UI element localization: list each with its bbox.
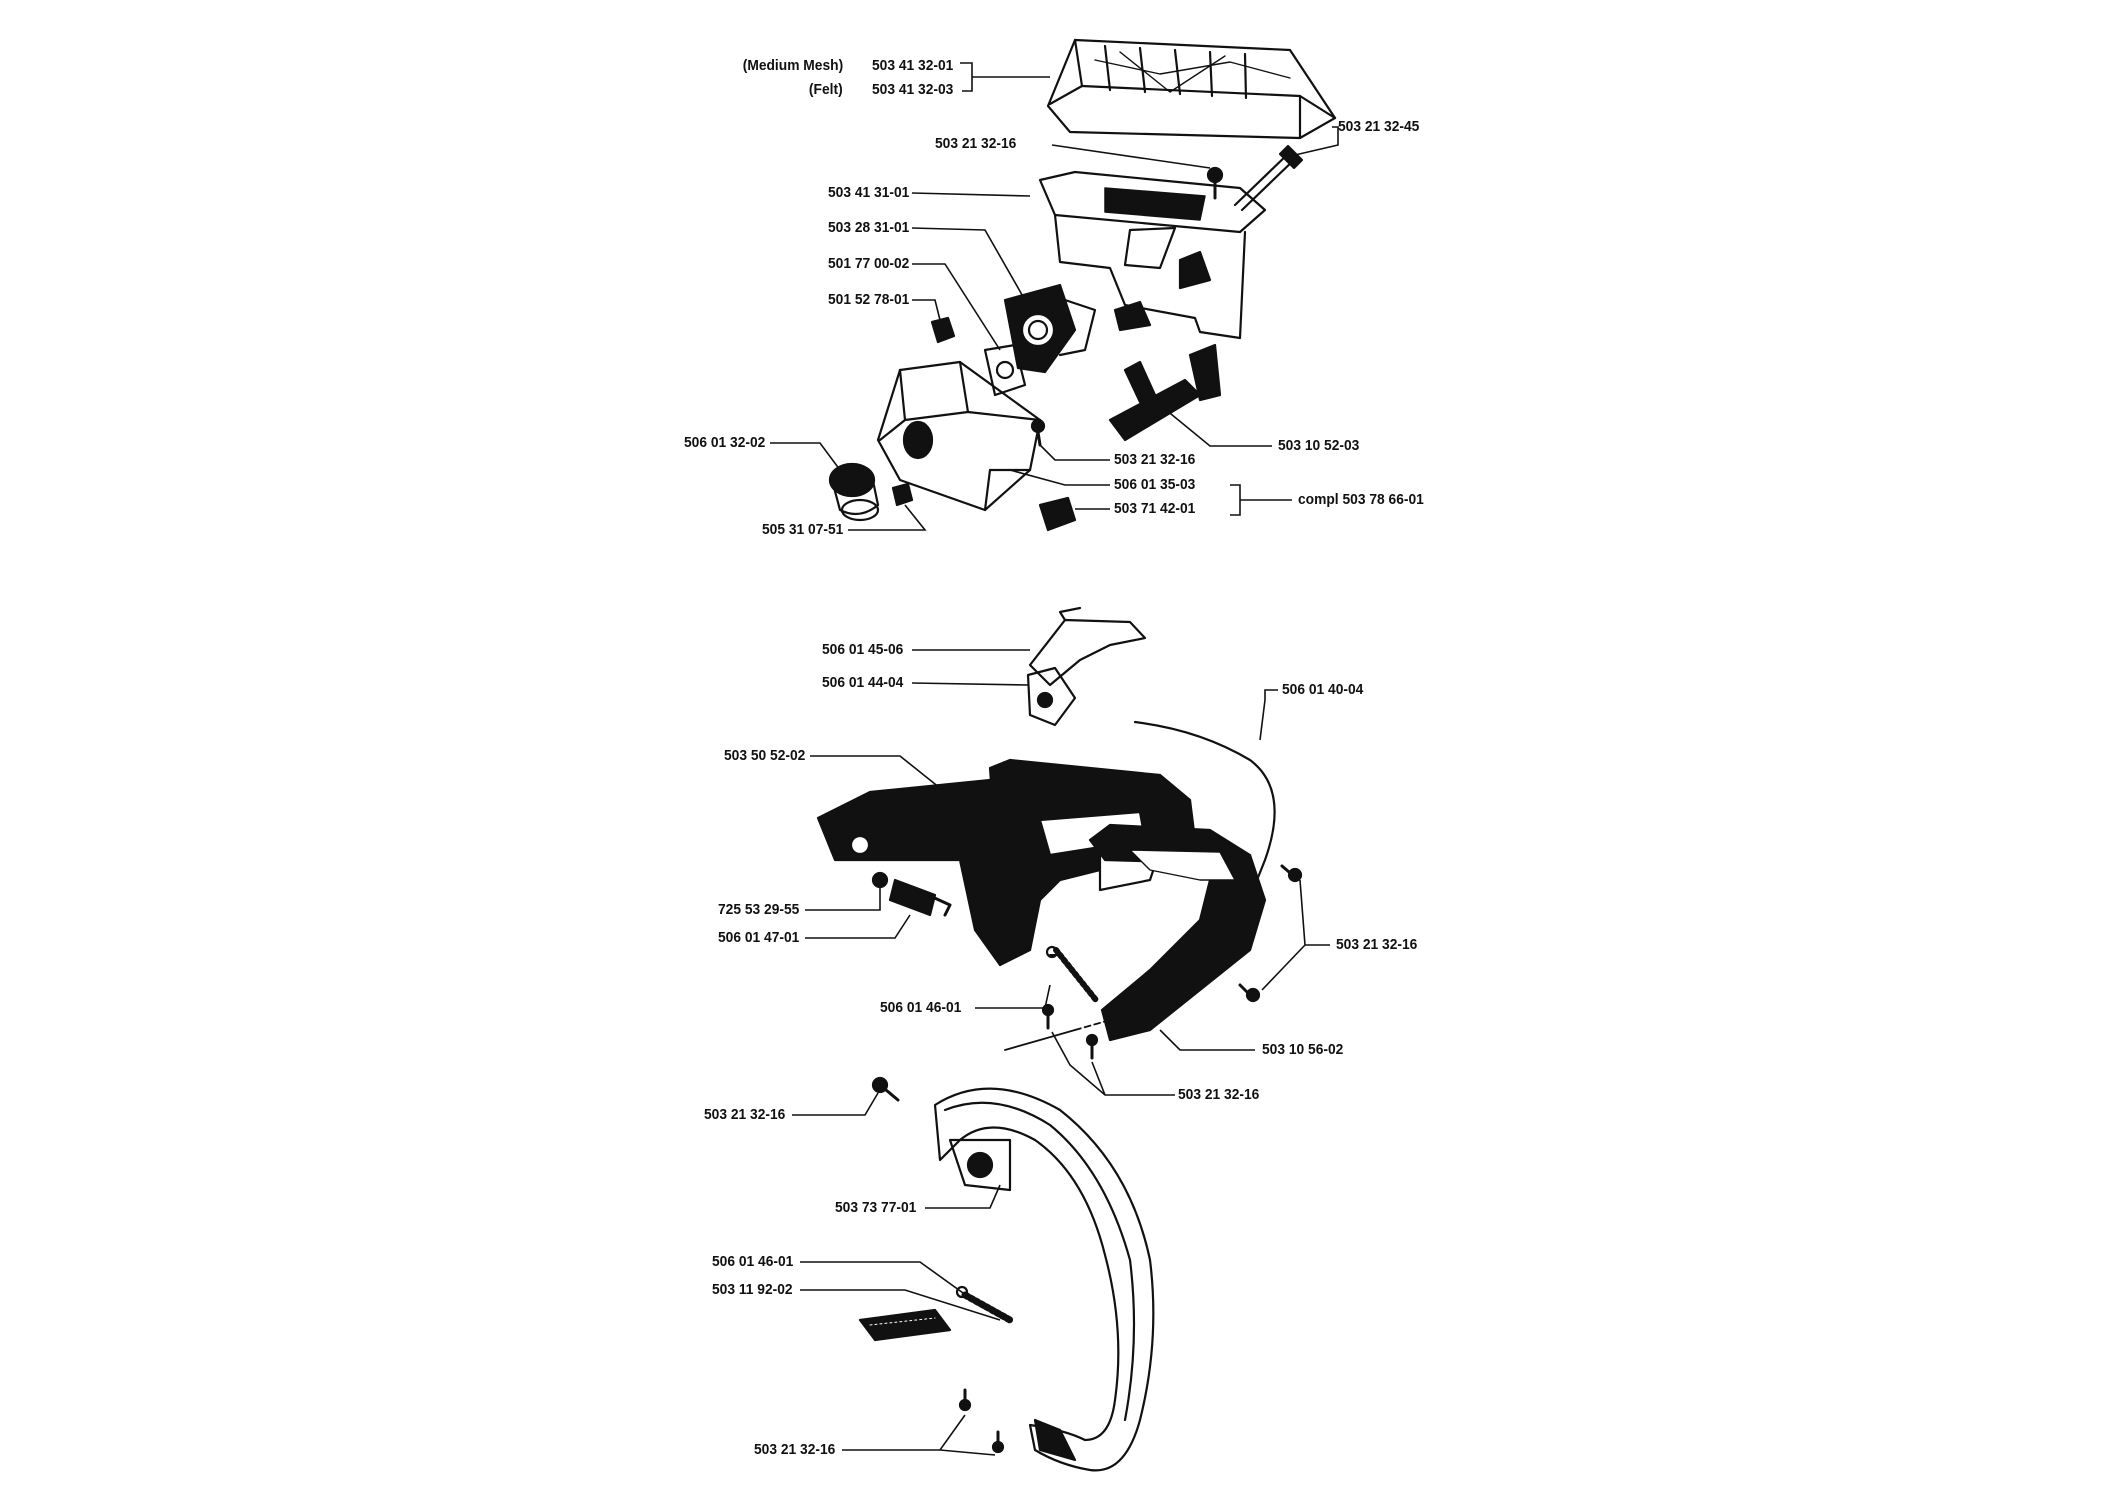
part-number-label: 506 01 45-06	[822, 641, 904, 658]
screw-part	[991, 1430, 1005, 1454]
carburetor-housing-part	[1038, 170, 1267, 340]
leader-lines	[770, 62, 1339, 1456]
screw-part	[1030, 418, 1046, 447]
part-number-label: 503 71 42-01	[1114, 500, 1196, 517]
part-number-label: 506 01 44-04	[822, 674, 904, 691]
part-number-label: 506 01 47-01	[718, 929, 800, 946]
part-number-label: 503 21 32-16	[704, 1106, 786, 1123]
part-number-label: 503 10 52-03	[1278, 437, 1360, 454]
bushing-part	[828, 462, 880, 522]
part-number-label: 503 11 92-02	[712, 1281, 793, 1298]
part-number-label: 503 21 32-16	[1178, 1086, 1260, 1103]
screw-part	[1041, 1003, 1055, 1030]
intake-part	[876, 360, 1042, 512]
screw-part	[871, 1076, 900, 1102]
part-number-label: 505 31 07-51	[762, 521, 844, 538]
spring-part	[1045, 945, 1099, 1003]
part-number-label: 501 77 00-02	[828, 255, 910, 272]
part-number-label: 506 01 40-04	[1282, 681, 1364, 698]
part-number-label: 506 01 46-01	[712, 1253, 794, 1270]
part-number-label: 501 52 78-01	[828, 291, 910, 308]
kit-label: compl 503 78 66-01	[1298, 491, 1424, 508]
front-handle-part	[933, 1087, 1155, 1472]
screw-part	[1280, 864, 1303, 883]
part-number-label: 506 01 46-01	[880, 999, 962, 1016]
nut-part	[891, 482, 914, 507]
gasket-part	[983, 343, 1027, 397]
handle-cover-part	[1088, 823, 1267, 1042]
part-number-label: 503 10 56-02	[1262, 1041, 1344, 1058]
lever-part	[1026, 666, 1077, 727]
filter-variant-label-medium-mesh: (Medium Mesh)	[742, 57, 843, 74]
spring-part	[955, 1285, 1014, 1324]
part-number-label: 503 21 32-16	[935, 135, 1017, 152]
part-number-label: 503 28 31-01	[828, 219, 910, 236]
plug-part	[1038, 496, 1077, 532]
rubber-pad-part	[858, 1308, 952, 1342]
part-number-label: 503 21 32-16	[1336, 936, 1418, 953]
nut-part	[930, 316, 956, 344]
part-number-label: 503 21 32-16	[1114, 451, 1196, 468]
wire-part	[1004, 1019, 1111, 1051]
filter-variant-label-felt: (Felt)	[809, 81, 843, 98]
part-number-label: 503 41 32-01	[872, 57, 954, 74]
bolt-part	[888, 878, 952, 917]
screw-part	[1238, 983, 1261, 1003]
throttle-rod-part	[1108, 343, 1222, 442]
part-number-label: 503 41 31-01	[828, 184, 910, 201]
long-bolt-part	[1233, 144, 1304, 212]
part-number-label: 725 53 29-55	[718, 901, 800, 918]
throttle-lever-part	[1028, 606, 1147, 687]
screw-part	[958, 1388, 972, 1412]
screw-part	[1085, 1033, 1099, 1060]
part-number-label: 503 41 32-03	[872, 81, 954, 98]
part-number-label: 503 21 32-16	[754, 1441, 836, 1458]
part-number-label: 503 50 52-02	[724, 747, 806, 764]
part-number-label: 506 01 32-02	[684, 434, 766, 451]
part-number-label: 503 73 77-01	[835, 1199, 917, 1216]
part-number-label: 503 21 32-45	[1338, 118, 1420, 135]
air-filter-part	[1046, 38, 1337, 140]
part-number-label: 506 01 35-03	[1114, 476, 1196, 493]
screw-part	[871, 871, 889, 889]
wire-part	[1133, 720, 1276, 887]
carburetor-part	[1003, 283, 1097, 374]
